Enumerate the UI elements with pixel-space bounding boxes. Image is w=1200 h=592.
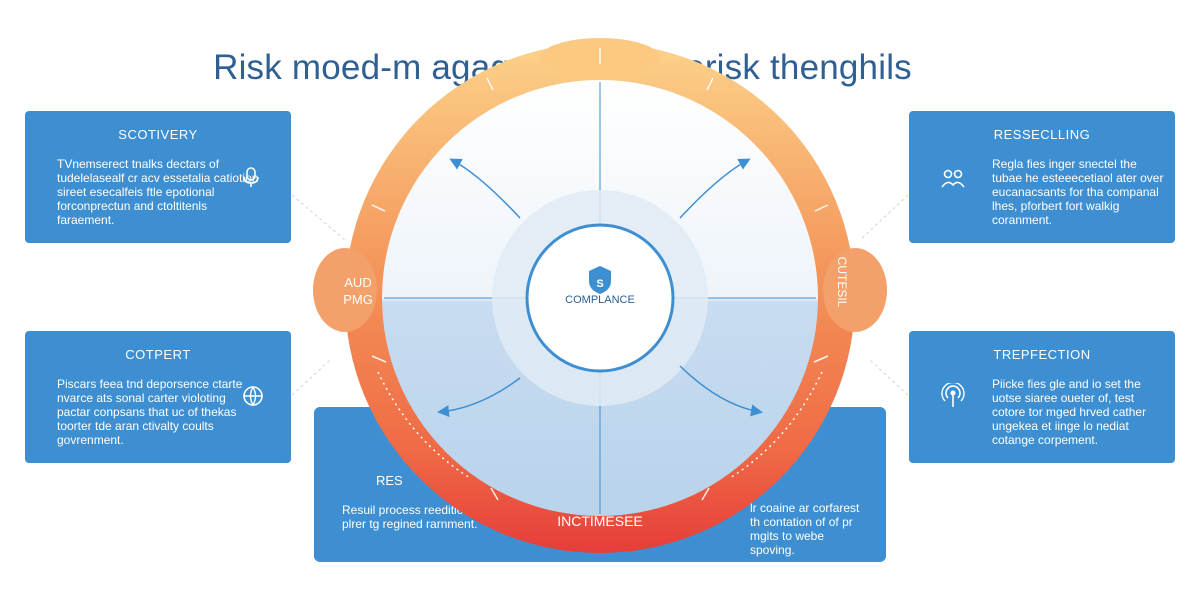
- card-mid-right: TREPFECTION Piicke fies gle and io set t…: [909, 331, 1175, 463]
- arrow-bottom-right: [679, 365, 763, 417]
- connector-line: [291, 194, 346, 241]
- svg-text:S: S: [596, 278, 603, 290]
- card-title: TREPFECTION: [993, 347, 1091, 362]
- microphone-icon: [238, 164, 264, 190]
- center-label: COMPLANCE: [565, 294, 635, 306]
- ring-lobe-left: [313, 248, 377, 332]
- connector-line: [859, 194, 909, 241]
- signal-icon: [940, 383, 966, 409]
- ring-lobe-right: [823, 248, 887, 332]
- connector-line: [869, 359, 909, 396]
- card-text: Piicke fies gle and io set the uotse sia…: [992, 377, 1147, 447]
- card-top-left: SCOTIVERY TVnemserect tnalks dectars of …: [25, 111, 291, 243]
- card-text: Regla fies inger snectel the tubae he es…: [992, 157, 1164, 227]
- card-text: TVnemserect tnalks dectars of tudelelase…: [57, 157, 259, 227]
- bottom-right-title: DIT: [726, 473, 747, 488]
- bottom-right-text: lr coaine ar corfarest th contation of o…: [750, 501, 860, 557]
- center-circle: [525, 223, 675, 373]
- inner-halo: [492, 190, 708, 406]
- shield-icon: S: [589, 266, 611, 294]
- card-title: COTPERT: [125, 347, 191, 362]
- arrow-top-left: [449, 158, 521, 219]
- ring-label-right: CUTESIL: [835, 257, 849, 308]
- bottom-left-text: Resuil process reedition a plrer tg regi…: [342, 503, 481, 531]
- ring-label-left-2: PMG: [343, 292, 373, 307]
- card-mid-left: COTPERT Piscars feea tnd deporsence ctar…: [25, 331, 291, 463]
- globe-icon: [240, 383, 266, 409]
- arrow-top-right: [679, 158, 751, 219]
- card-title: RESSECLLING: [993, 127, 1091, 142]
- people-icon: [940, 166, 966, 192]
- ring-label-left-1: AUD: [344, 275, 371, 290]
- card-top-right: RESSECLLING Regla fies inger snectel the…: [909, 111, 1175, 243]
- bottom-left-title: RES: [376, 473, 403, 488]
- page-title: Risk moed-m agagement timhorisk thenghil…: [213, 48, 912, 87]
- bottom-panel: RES Resuil process reedition a plrer tg …: [314, 407, 886, 562]
- connector-line: [291, 359, 331, 396]
- card-text: Piscars feea tnd deporsence ctarte nvarc…: [57, 377, 243, 447]
- card-title: SCOTIVERY: [118, 127, 198, 142]
